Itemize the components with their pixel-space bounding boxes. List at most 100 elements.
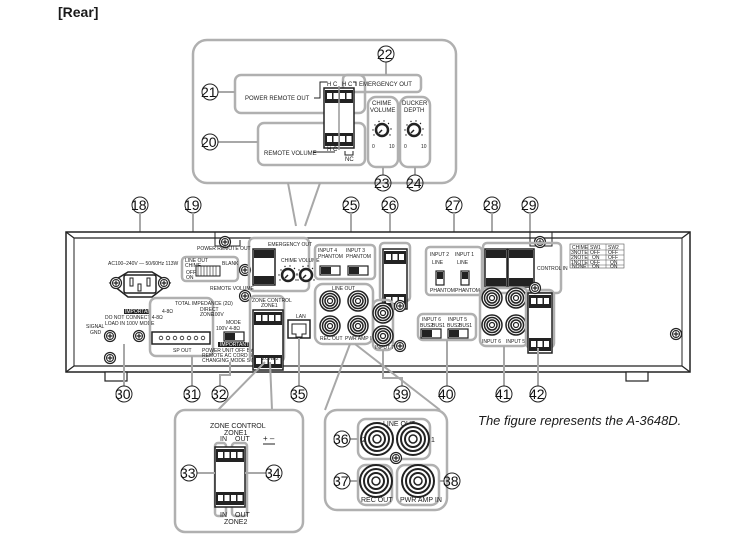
zone-control-label: ZONE CONTROL — [210, 423, 266, 430]
callout-23: 23 — [374, 175, 390, 191]
line-out-1-jack[interactable] — [396, 422, 430, 456]
line-out-2-jack[interactable] — [319, 290, 341, 312]
input56-terminal[interactable] — [527, 292, 553, 354]
power-remote-out-label: POWER REMOTE OUT — [245, 96, 310, 102]
line-out-2-label: 2 — [362, 437, 366, 444]
table-cell: 2NOTE — [571, 255, 588, 261]
input5-jack-bottom[interactable] — [505, 314, 527, 336]
table-cell: 3NOTE — [571, 250, 588, 256]
callout-42: 42 — [529, 386, 545, 402]
in-label: IN — [220, 512, 227, 519]
callout-30: 30 — [115, 386, 131, 402]
table-cell: NONE — [572, 264, 587, 270]
input3-phantom-switch[interactable] — [347, 265, 369, 276]
input6-jack-top[interactable] — [481, 287, 503, 309]
zone-control-terminal-detail[interactable] — [214, 446, 246, 508]
input4-label: INPUT 4 — [318, 248, 337, 254]
on-label: ON — [186, 275, 194, 281]
chime-volume-knob[interactable] — [371, 119, 393, 138]
dip-switch[interactable] — [195, 265, 221, 277]
rec-out-jack[interactable] — [359, 464, 393, 498]
ducker-depth-label: DUCKER — [402, 101, 428, 107]
lan-port[interactable] — [287, 319, 311, 339]
callout-39: 39 — [393, 386, 409, 402]
table-cell: 1NOTE — [571, 260, 588, 266]
table-header: SW1 — [590, 245, 601, 251]
zone-label: ZONE — [200, 312, 215, 318]
callout-21: 21 — [201, 84, 217, 100]
bus2-label: BUS2 — [420, 323, 433, 329]
callout-36: 36 — [333, 431, 349, 447]
input2-label: INPUT 2 — [430, 252, 449, 258]
line-label: LINE — [432, 260, 444, 266]
input5-bus-switch[interactable] — [447, 328, 469, 339]
table-header: CHIME — [572, 245, 589, 251]
callout-19: 19 — [184, 197, 200, 213]
zone2-label: ZONE2 — [262, 356, 279, 362]
sp-out-label: SP OUT — [173, 348, 192, 354]
warning-text-2: LOAD IN 100V MODE — [105, 321, 155, 327]
input5-label: INPUT 5 — [506, 339, 525, 345]
ac-rating-label: AC100–240V — 50/60Hz 113W — [108, 261, 179, 267]
input7-jack-top[interactable] — [372, 302, 394, 324]
input2-switch[interactable] — [435, 270, 445, 286]
input1-switch[interactable] — [460, 270, 470, 286]
zone-control-label: ZONE CONTROL — [252, 298, 292, 304]
callout-34: 34 — [265, 465, 281, 481]
rec-out-label: REC OUT — [320, 336, 343, 342]
line-out-detail: LINE OUT 2 1 REC OUT PWR AMP IN 36 37 38 — [323, 343, 461, 512]
callout-27: 27 — [445, 197, 461, 213]
foot-left — [104, 371, 128, 382]
callout-35: 35 — [290, 386, 306, 402]
screw-icon — [109, 276, 123, 290]
callout-31: 31 — [183, 386, 199, 402]
input7-jack-bottom[interactable] — [372, 325, 394, 347]
zone-control-detail: ZONE CONTROL ZONE1 IN OUT + – IN OUT ZON… — [173, 361, 305, 534]
table-cell: OFF — [590, 250, 600, 256]
input5-jack-top[interactable] — [505, 287, 527, 309]
emergency-out-label: EMERGENCY OUT — [268, 242, 312, 248]
sp-out-terminal[interactable] — [151, 331, 211, 345]
line-out-1-jack[interactable] — [347, 290, 369, 312]
input4-phantom-switch[interactable] — [319, 265, 341, 276]
phantom-label: PHANTOM — [455, 288, 480, 294]
signal-gnd-terminal[interactable] — [103, 329, 117, 343]
input6-bus-switch[interactable] — [420, 328, 442, 339]
rear-chassis: AC100–240V — 50/60Hz 113W LINE OUT CHIME… — [65, 231, 691, 382]
pwr-amp-in-jack[interactable] — [401, 464, 435, 498]
remote-volume-label: REMOTE VOLUME — [210, 286, 255, 292]
power-remote-out-label: POWER REMOTE OUT — [197, 246, 251, 252]
knob-max: 10 — [421, 144, 427, 150]
table-cell: ON — [592, 264, 600, 270]
rec-out-label: REC OUT — [361, 497, 393, 504]
rec-out-jack[interactable] — [319, 315, 341, 337]
input7-label: INPUT 7 — [375, 345, 394, 351]
important-badge: IMPORTANT — [125, 309, 154, 315]
bus2-label: BUS2 — [447, 323, 460, 329]
callout-28: 28 — [483, 197, 499, 213]
c-label: C — [333, 82, 338, 88]
h-label: H — [327, 82, 331, 88]
knob-min: 0 — [372, 144, 375, 150]
out-label: OUT — [235, 512, 251, 519]
section-title: [Rear] — [58, 4, 99, 20]
chime-label: CHIME — [185, 263, 202, 269]
input6-jack-bottom[interactable] — [481, 314, 503, 336]
zone1-label: ZONE1 — [261, 303, 278, 309]
mode-label: MODE — [226, 320, 242, 326]
c-label: C — [333, 147, 338, 153]
line-out-1-label: 1 — [431, 437, 435, 444]
input6-label: INPUT 6 — [482, 339, 501, 345]
remote-volume-label: REMOTE VOLUME — [264, 151, 317, 157]
bus1-label: BUS1 — [432, 323, 445, 329]
line-label: LINE — [457, 260, 469, 266]
mode-switch[interactable] — [223, 331, 245, 342]
callout-20: 20 — [201, 134, 217, 150]
phantom-label: PHANTOM — [318, 254, 343, 260]
screw-icon — [393, 299, 407, 313]
blank-label: BLANK — [222, 261, 239, 267]
pwr-amp-in-jack[interactable] — [347, 315, 369, 337]
ducker-depth-knob[interactable] — [403, 119, 425, 138]
line-out-label: LINE OUT — [383, 421, 416, 428]
